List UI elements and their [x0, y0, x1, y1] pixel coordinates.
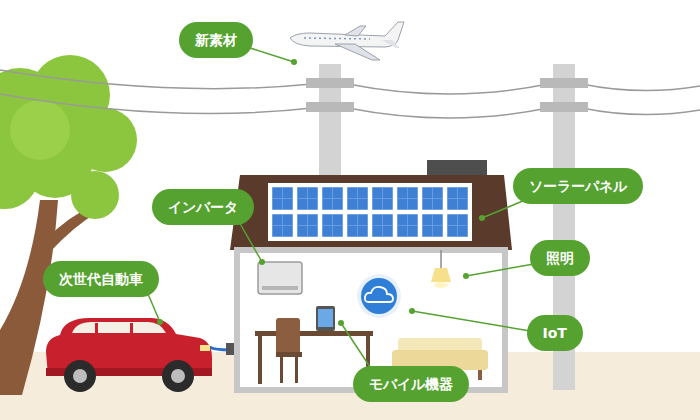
tablet	[316, 306, 335, 331]
car-part	[72, 322, 166, 333]
leader-dot-part	[157, 319, 163, 325]
airplane-part	[304, 38, 370, 39]
airplane-part	[382, 40, 400, 48]
airplane	[290, 22, 404, 60]
callout-label: モバイル機器	[353, 366, 469, 402]
car-part	[73, 369, 87, 383]
utility-pole-part	[540, 78, 588, 88]
house-part	[427, 160, 487, 176]
desk-part	[258, 336, 262, 384]
callout-label: 次世代自動車	[43, 261, 159, 297]
solar-panel	[268, 183, 472, 241]
leader-line	[148, 48, 534, 370]
label-text: IoT	[543, 315, 567, 351]
sofa-part	[478, 370, 482, 380]
car	[46, 318, 234, 392]
leader-dot-part	[259, 259, 265, 265]
iot-icon-part	[361, 278, 397, 314]
lamp-part	[434, 282, 448, 288]
leader-line-part	[466, 264, 534, 276]
callout-label: 照明	[530, 240, 590, 276]
label-text: 新素材	[195, 22, 237, 58]
tablet-part	[316, 306, 335, 331]
lamp-part	[431, 268, 451, 282]
label-text: ソーラーパネル	[529, 168, 627, 204]
tree-part	[71, 171, 119, 219]
car-part	[162, 360, 194, 392]
tablet-part	[318, 309, 333, 327]
desk-part	[255, 331, 373, 336]
desk-part	[276, 352, 302, 357]
power-wires-part	[582, 84, 700, 91]
leader-line-part	[250, 48, 294, 62]
utility-pole-part	[306, 102, 354, 112]
car-part	[171, 369, 185, 383]
house-part	[230, 175, 512, 250]
power-wires-part	[582, 108, 700, 115]
callout-label: IoT	[527, 315, 583, 351]
desk-part	[280, 357, 283, 383]
airplane-part	[345, 26, 366, 36]
lamp-part	[440, 250, 442, 268]
iot-icon-part	[357, 274, 401, 318]
leader-line-part	[412, 311, 530, 331]
leader-dot-part	[463, 273, 469, 279]
airplane-part	[335, 44, 380, 60]
car-part	[95, 323, 98, 333]
inverter-part	[262, 286, 298, 290]
power-wires-part	[0, 70, 312, 89]
leader-dot-part	[338, 320, 344, 326]
car-part	[64, 360, 96, 392]
power-wires-part	[0, 94, 312, 114]
desk-part	[295, 357, 298, 383]
leader-dot-part	[409, 308, 415, 314]
utility-pole-part	[306, 78, 354, 88]
power-wires-part	[348, 108, 548, 118]
leader-line-part	[148, 294, 160, 322]
utility-pole-part	[540, 102, 588, 112]
label-text: インバータ	[168, 189, 238, 225]
inverter-part	[258, 262, 302, 294]
airplane-part	[290, 22, 404, 47]
inverter	[258, 262, 302, 294]
label-text: モバイル機器	[369, 366, 453, 402]
label-text: 照明	[546, 240, 574, 276]
callout-label: インバータ	[152, 189, 254, 225]
leader-line-part	[238, 220, 262, 262]
callout-label: ソーラーパネル	[513, 168, 643, 204]
power-wires	[0, 70, 700, 118]
iot-icon	[357, 274, 401, 318]
power-wires-part	[348, 84, 548, 94]
leader-dot-part	[479, 215, 485, 221]
tree-part	[10, 100, 70, 160]
car-part	[226, 343, 234, 355]
leader-line-part	[341, 323, 372, 370]
solar-panel-part	[270, 185, 470, 239]
car-part	[200, 345, 210, 351]
label-text: 次世代自動車	[59, 261, 143, 297]
iot-icon-part	[365, 287, 393, 302]
desk-part	[276, 318, 300, 356]
car-part	[130, 323, 133, 333]
solar-panel-part	[268, 183, 472, 241]
leader-dot-part	[291, 59, 297, 65]
callout-label: 新素材	[179, 22, 253, 58]
lamp	[431, 250, 451, 288]
